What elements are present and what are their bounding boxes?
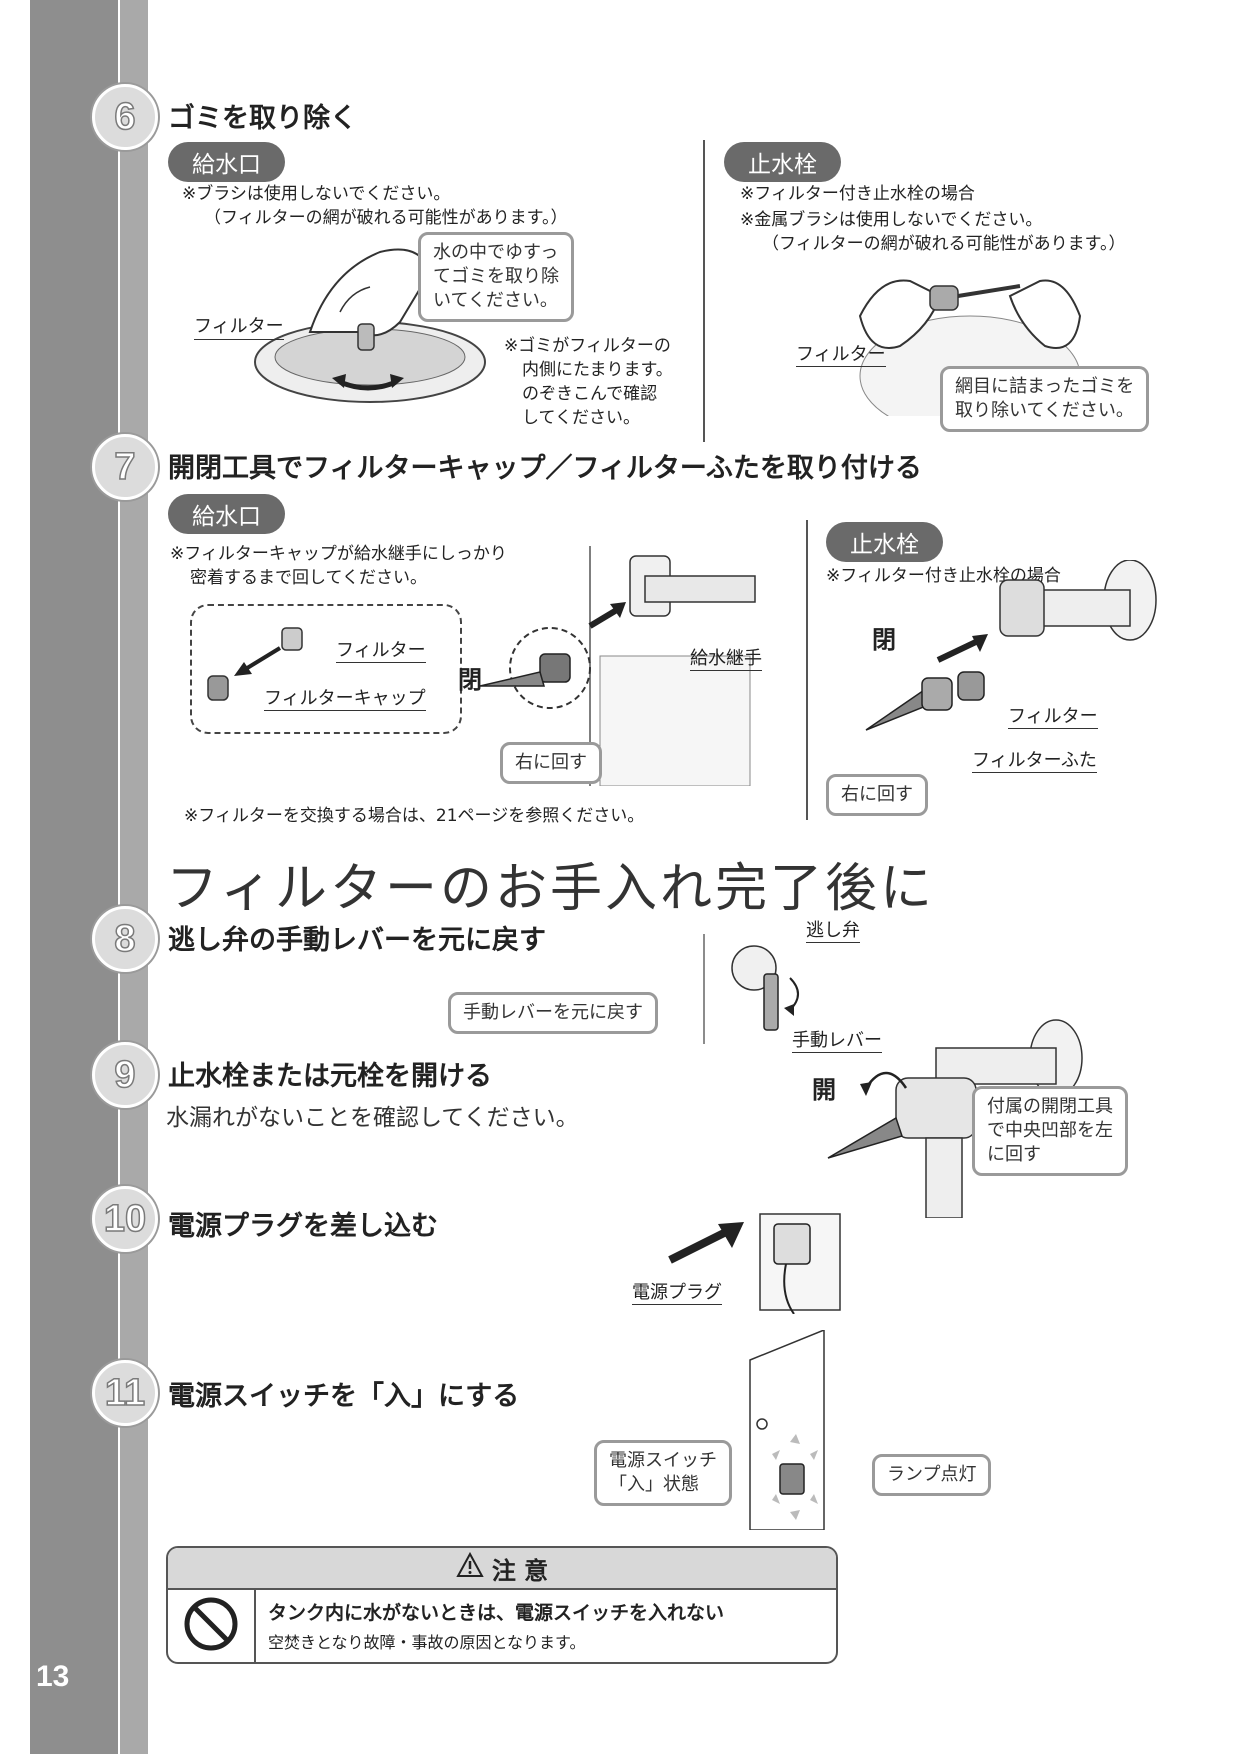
step-6-right-tag: 止水栓: [724, 142, 841, 182]
caution-line-2: 空焚きとなり故障・事故の原因となります。: [268, 1633, 586, 1652]
step-6-right-filter-label: フィルター: [796, 340, 886, 367]
sidebar-inner: [120, 0, 148, 1754]
step-7-right-note-1: ※フィルター付き止水栓の場合: [826, 566, 1061, 586]
step-10-number: 10: [92, 1186, 158, 1252]
step-9-open-label: 開: [812, 1076, 836, 1104]
caution-line-1: タンク内に水がないときは、電源スイッチを入れない: [268, 1602, 725, 1624]
step-9-illustration: [826, 1018, 1086, 1218]
caution-text: タンク内に水がないときは、電源スイッチを入れない 空焚きとなり故障・事故の原因と…: [256, 1590, 736, 1662]
step-7-left-detail-illustration: [200, 614, 310, 714]
callout-line: 取り除いてください。: [955, 400, 1134, 421]
caution-header: 注 意: [168, 1548, 836, 1590]
step-7-left-note-2: 密着するまで回してください。: [190, 568, 427, 588]
step-9-title: 止水栓または元栓を開ける: [168, 1061, 492, 1092]
caution-box: 注 意 タンク内に水がないときは、電源スイッチを入れない 空焚きとなり故障・事故…: [166, 1546, 838, 1664]
step-11-title: 電源スイッチを「入」にする: [168, 1381, 520, 1412]
note-line: のぞきこんで確認: [522, 384, 658, 404]
page-number: 13: [36, 1660, 70, 1693]
step-6-left-callout: 水の中でゆすっ てゴミを取り除 いてください。: [418, 232, 574, 322]
step-9-callout: 付属の開閉工具 で中央凹部を左 に回す: [972, 1086, 1128, 1176]
step-6-number: 6: [92, 84, 158, 150]
callout-line: で中央凹部を左: [987, 1120, 1113, 1141]
step-7-right-filter-label: フィルター: [1008, 702, 1098, 729]
caution-body: タンク内に水がないときは、電源スイッチを入れない 空焚きとなり故障・事故の原因と…: [168, 1590, 836, 1662]
step-9-subtitle: 水漏れがないことを確認してください。: [166, 1105, 579, 1131]
step-6-divider: [703, 140, 705, 442]
callout-line: いてください。: [433, 290, 558, 311]
sidebar-rule: [118, 0, 121, 1754]
note-line: してください。: [522, 408, 640, 428]
callout-line: 水の中でゆすっ: [433, 242, 559, 263]
step-7-left-callout: 右に回す: [500, 742, 602, 784]
step-6-title: ゴミを取り除く: [168, 103, 357, 134]
step-8-valve-label: 逃し弁: [806, 916, 860, 943]
step-10-plug-label: 電源プラグ: [632, 1278, 722, 1305]
step-6-right-note-3: （フィルターの網が破れる可能性があります。）: [762, 234, 1126, 254]
step-6-right-note-1: ※フィルター付き止水栓の場合: [740, 184, 975, 204]
step-7-divider: [806, 520, 808, 820]
step-11-number: 11: [92, 1360, 158, 1426]
step-8-title: 逃し弁の手動レバーを元に戻す: [168, 925, 546, 956]
warning-triangle-icon: [456, 1551, 484, 1584]
step-7-left-detail-box: [190, 604, 462, 734]
step-7-left-close-label: 閉: [458, 666, 482, 694]
step-8-callout: 手動レバーを元に戻す: [448, 992, 658, 1034]
caution-heading: 注 意: [491, 1556, 549, 1585]
step-6-left-illustration: [250, 232, 500, 412]
step-9-number: 9: [92, 1042, 158, 1108]
step-8-number: 8: [92, 906, 158, 972]
step-6-left-side-note: ※ゴミがフィルターの 内側にたまります。 のぞきこんで確認 してください。: [504, 334, 673, 430]
prohibited-icon: [183, 1596, 239, 1656]
step-7-left-tag: 給水口: [168, 494, 285, 534]
step-7-left-illustration: [470, 546, 760, 786]
step-7-left-note-1: ※フィルターキャップが給水継手にしっかり: [170, 544, 507, 564]
step-7-left-detail-filter-label: フィルター: [336, 636, 426, 663]
step-7-right-lid-label: フィルターふた: [972, 746, 1097, 773]
note-line: ※ゴミがフィルターの: [504, 336, 671, 356]
step-10-illustration: [660, 1204, 850, 1314]
callout-line: に回す: [987, 1144, 1041, 1165]
step-10-title: 電源プラグを差し込む: [168, 1211, 438, 1242]
step-7-right-illustration: [860, 560, 1160, 760]
step-7-number: 7: [92, 434, 158, 500]
caution-icon-cell: [168, 1590, 256, 1662]
step-6-right-callout: 網目に詰まったゴミを 取り除いてください。: [940, 366, 1150, 432]
callout-line: 「入」状態: [609, 1474, 699, 1495]
step-6-right-note-2: ※金属ブラシは使用しないでください。: [740, 210, 1043, 230]
section-heading: フィルターのお手入れ完了後に: [166, 859, 935, 919]
step-11-illustration: [744, 1330, 894, 1530]
step-8-lever-label: 手動レバー: [792, 1026, 882, 1053]
step-6-left-note-2: （フィルターの網が破れる可能性があります。）: [204, 208, 568, 228]
step-7-right-callout: 右に回す: [826, 774, 928, 816]
step-7-right-tag: 止水栓: [826, 522, 943, 562]
step-7-title: 開閉工具でフィルターキャップ／フィルターふたを取り付ける: [168, 453, 922, 484]
step-6-left-tag: 給水口: [168, 142, 285, 182]
note-line: 内側にたまります。: [522, 360, 673, 380]
step-11-lamp-callout: ランプ点灯: [872, 1454, 992, 1496]
step-7-left-detail-cap-label: フィルターキャップ: [264, 684, 426, 711]
step-11-switch-callout: 電源スイッチ 「入」状態: [594, 1440, 732, 1506]
callout-line: 付属の開閉工具: [987, 1096, 1113, 1117]
step-7-left-joint-label: 給水継手: [690, 644, 762, 671]
step-6-left-note-1: ※ブラシは使用しないでください。: [182, 184, 451, 204]
step-7-right-close-label: 閉: [872, 626, 896, 654]
callout-line: てゴミを取り除: [433, 266, 559, 287]
step-8-illustration: [694, 934, 834, 1044]
step-6-left-filter-label: フィルター: [194, 312, 284, 340]
callout-line: 網目に詰まったゴミを: [955, 376, 1135, 397]
callout-line: 電源スイッチ: [609, 1450, 717, 1471]
step-7-bottom-note: ※フィルターを交換する場合は、21ページを参照ください。: [184, 806, 645, 826]
